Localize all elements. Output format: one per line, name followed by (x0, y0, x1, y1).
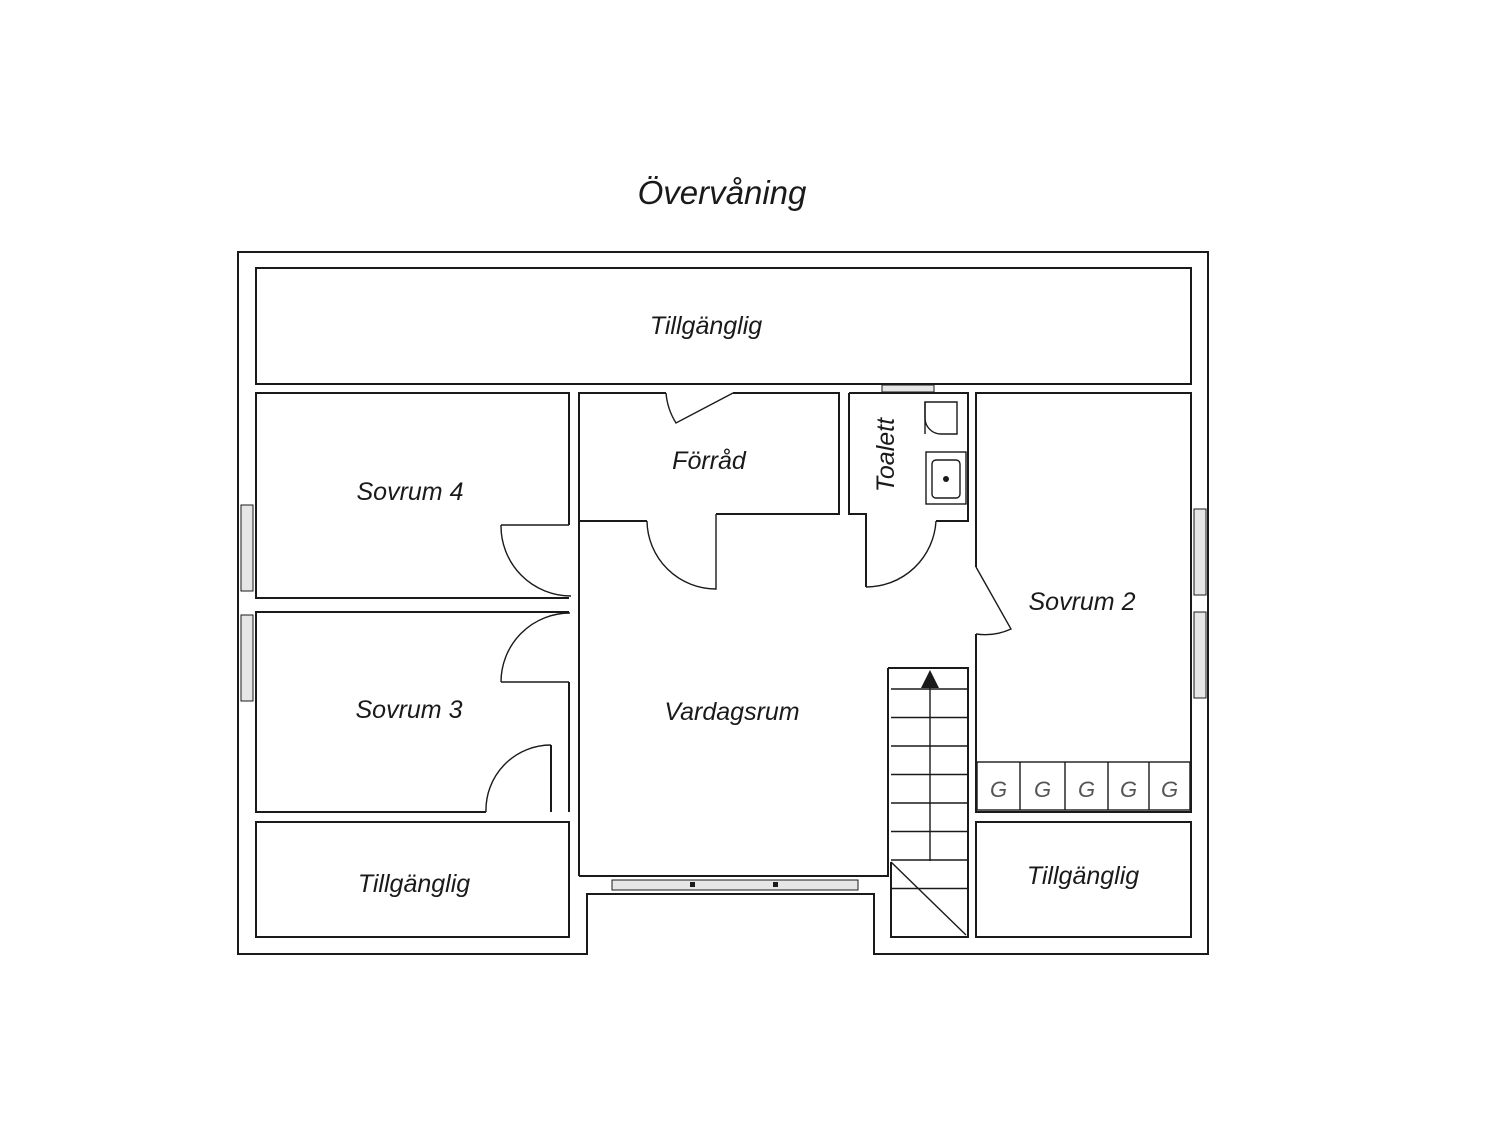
label-tillganglig-bottom-right: Tillgänglig (1027, 862, 1139, 890)
storage-bottom-left (255, 821, 570, 938)
label-toalett: Toalett (872, 417, 900, 492)
wardrobe-label: G (1161, 777, 1178, 802)
door-toalett[interactable] (865, 520, 937, 588)
window-mullion (690, 882, 695, 887)
door-forrad-top[interactable] (665, 392, 734, 424)
window-sovrum-2-lower (1193, 611, 1207, 699)
sink-drain (943, 476, 949, 482)
vardagsrum-bottom-wall (579, 668, 889, 877)
stair-outline (888, 667, 969, 938)
door-sovrum-3[interactable] (500, 612, 571, 683)
room-sovrum-3 (255, 611, 569, 813)
window-vardagsrum (611, 879, 859, 891)
sink-basin (931, 459, 961, 499)
wardrobe-label: G (990, 777, 1007, 802)
wardrobe-label: G (1120, 777, 1137, 802)
window-sovrum-4 (240, 504, 254, 592)
door-sovrum-3-closet[interactable] (485, 744, 552, 813)
label-sovrum-2: Sovrum 2 (1029, 588, 1136, 616)
label-forrad: Förråd (672, 447, 747, 475)
storage-bottom-right (975, 821, 1192, 938)
door-forrad[interactable] (646, 514, 717, 590)
window-sovrum-3 (240, 614, 254, 702)
outer-wall (237, 251, 1209, 955)
floor-title: Övervåning (638, 174, 807, 211)
window-mullion (773, 882, 778, 887)
room-sovrum-4 (255, 392, 570, 599)
stair-up-arrow-icon (921, 670, 939, 688)
label-sovrum-4: Sovrum 4 (357, 478, 464, 506)
wardrobe-label: G (1034, 777, 1051, 802)
label-vardagsrum: Vardagsrum (664, 698, 799, 726)
room-toalett-right (849, 392, 969, 522)
sink-icon (925, 451, 967, 505)
toilet-icon (924, 401, 958, 435)
toalett-window (881, 384, 935, 393)
wardrobe-label: G (1078, 777, 1095, 802)
label-sovrum-3: Sovrum 3 (356, 696, 463, 724)
door-sovrum-2[interactable] (975, 566, 1012, 636)
wardrobe-row (976, 761, 1191, 811)
room-sovrum-2 (975, 392, 1192, 813)
label-tillganglig-bottom-left: Tillgänglig (358, 870, 470, 898)
window-sovrum-2-upper (1193, 508, 1207, 596)
room-forrad (578, 392, 666, 522)
label-tillganglig-top: Tillgänglig (650, 312, 762, 340)
room-toalett (848, 393, 867, 587)
stair-break-line (890, 861, 967, 936)
storage-top (255, 267, 1192, 385)
door-sovrum-4[interactable] (500, 524, 572, 597)
room-forrad-right (716, 392, 840, 515)
